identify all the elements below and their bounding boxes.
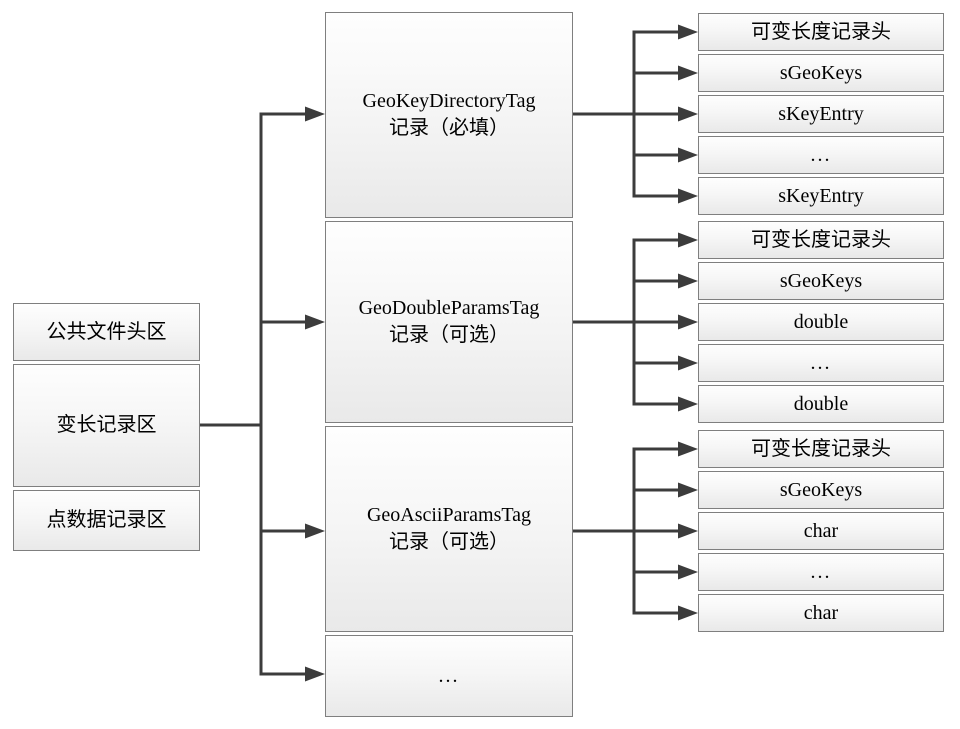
- right-row-char-first: char: [698, 512, 944, 550]
- box-label: ...: [810, 351, 832, 374]
- box-label: sGeoKeys: [779, 61, 863, 84]
- box-label-line1: GeoAsciiParamsTag: [366, 504, 532, 526]
- right-row-double-last: double: [698, 385, 944, 423]
- right-row-skeyentry-first: sKeyEntry: [698, 95, 944, 133]
- box-label: 公共文件头区: [46, 320, 167, 343]
- box-label-line1: GeoDoubleParamsTag: [358, 297, 540, 319]
- box-label: double: [793, 392, 849, 415]
- right-row-skeyentry-last: sKeyEntry: [698, 177, 944, 215]
- box-label: 变长记录区: [56, 414, 157, 436]
- right-row-ellipsis-1: ...: [698, 136, 944, 174]
- box-label: sKeyEntry: [778, 184, 864, 207]
- box-label-line1: GeoKeyDirectoryTag: [362, 90, 536, 112]
- box-label: ...: [810, 560, 832, 583]
- box-label: ...: [438, 664, 460, 687]
- right-row-vlr-header-2: 可变长度记录头: [698, 221, 944, 259]
- box-middle-ellipsis: ...: [325, 635, 573, 717]
- box-label: ...: [810, 143, 832, 166]
- box-label: 点数据记录区: [46, 509, 167, 531]
- box-label: char: [803, 601, 839, 624]
- box-label: 可变长度记录头: [751, 20, 891, 43]
- right-row-sgeokeys-1: sGeoKeys: [698, 54, 944, 92]
- box-label: 可变长度记录头: [751, 228, 891, 251]
- box-label: double: [793, 310, 849, 333]
- right-row-sgeokeys-3: sGeoKeys: [698, 471, 944, 509]
- right-row-double-first: double: [698, 303, 944, 341]
- right-row-vlr-header-3: 可变长度记录头: [698, 430, 944, 468]
- right-row-vlr-header-1: 可变长度记录头: [698, 13, 944, 51]
- box-geodoubleparamstag: GeoDoubleParamsTag 记录（可选）: [325, 221, 573, 423]
- arrowheads: [305, 24, 698, 682]
- right-row-char-last: char: [698, 594, 944, 632]
- right-row-ellipsis-2: ...: [698, 344, 944, 382]
- box-label: sGeoKeys: [779, 269, 863, 292]
- box-label: sKeyEntry: [778, 102, 864, 125]
- box-point-data-record-area: 点数据记录区: [13, 490, 200, 551]
- box-label: sGeoKeys: [779, 478, 863, 501]
- box-label: 可变长度记录头: [751, 437, 891, 460]
- right-row-sgeokeys-2: sGeoKeys: [698, 262, 944, 300]
- box-label-line2: 记录（可选）: [389, 324, 509, 346]
- box-variable-length-record-area: 变长记录区: [13, 364, 200, 487]
- box-label-line2: 记录（可选）: [389, 531, 509, 553]
- right-row-ellipsis-3: ...: [698, 553, 944, 591]
- box-geoasciiparamstag: GeoAsciiParamsTag 记录（可选）: [325, 426, 573, 632]
- box-geokeydirectorytag: GeoKeyDirectoryTag 记录（必填）: [325, 12, 573, 218]
- box-public-file-header-area: 公共文件头区: [13, 303, 200, 361]
- box-label: char: [803, 519, 839, 542]
- box-label-line2: 记录（必填）: [389, 117, 509, 139]
